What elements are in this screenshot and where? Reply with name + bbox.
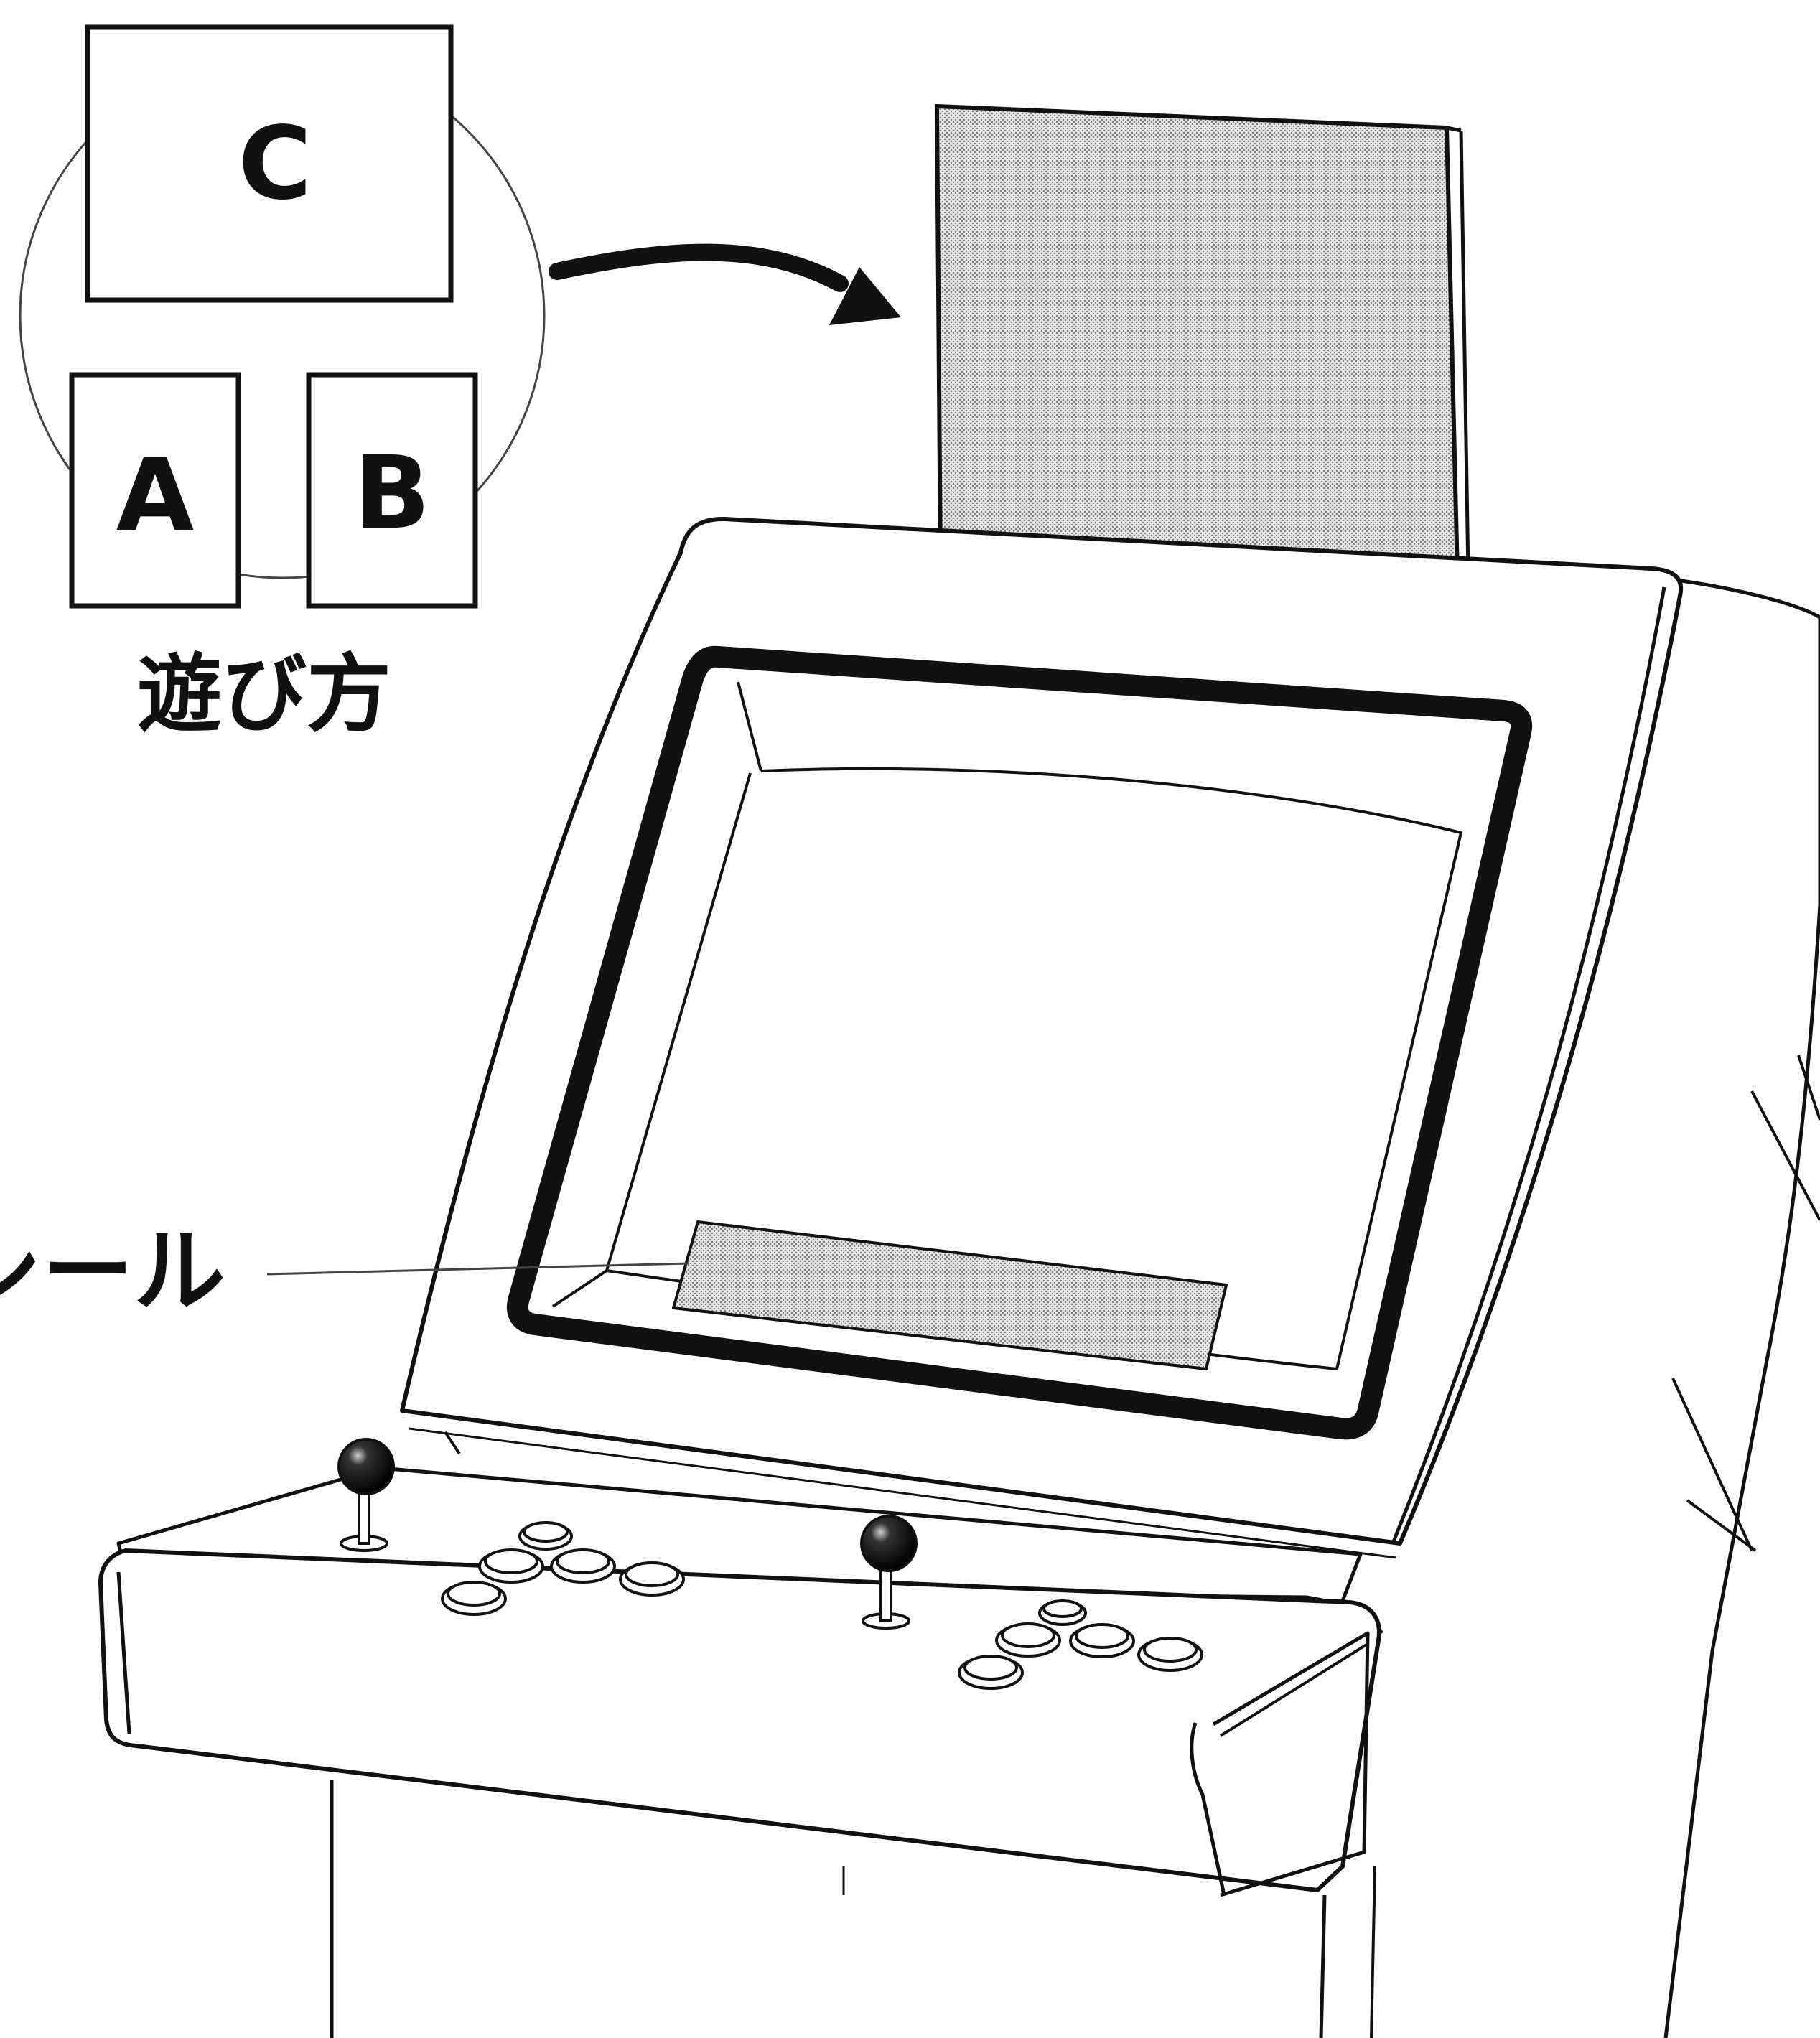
card-b: B (306, 372, 478, 609)
buttons-player-2 (958, 1599, 1203, 1690)
card-c: C (85, 24, 454, 303)
p2-button-3 (1069, 1623, 1135, 1658)
buttons-player-1 (441, 1521, 685, 1616)
card-c-label: C (238, 106, 312, 223)
caption-how-to-play: 遊び方 (137, 645, 391, 744)
card-a: A (69, 372, 241, 609)
instruction-seal (672, 1220, 1228, 1370)
p1-button-3 (550, 1548, 616, 1584)
card-a-label: A (116, 437, 194, 554)
p1-button-5 (441, 1581, 507, 1616)
p1-button-4 (619, 1561, 685, 1597)
screen-bezel (507, 645, 1532, 1440)
card-b-label: B (354, 435, 431, 552)
label-seal: シール (0, 1218, 225, 1325)
marquee-panel (934, 103, 1470, 577)
arcade-cabinet (98, 516, 1820, 2038)
p2-button-4 (1137, 1637, 1203, 1672)
seal-leader-line (266, 1262, 690, 1276)
joystick-player-1 (337, 1438, 395, 1552)
control-panel-front (98, 1548, 1381, 1892)
p2-button-2 (995, 1622, 1061, 1658)
p2-button-1 (1038, 1599, 1087, 1626)
arrow (549, 243, 901, 325)
p1-button-2 (478, 1548, 544, 1584)
joystick-player-2 (860, 1515, 918, 1630)
cabinet-side-panel (1663, 578, 1820, 2038)
card-layout-inset: C A B 遊び方 (19, 24, 546, 744)
p2-button-5 (958, 1655, 1024, 1690)
seal-callout: シール (0, 1218, 690, 1325)
p1-button-1 (518, 1521, 573, 1551)
